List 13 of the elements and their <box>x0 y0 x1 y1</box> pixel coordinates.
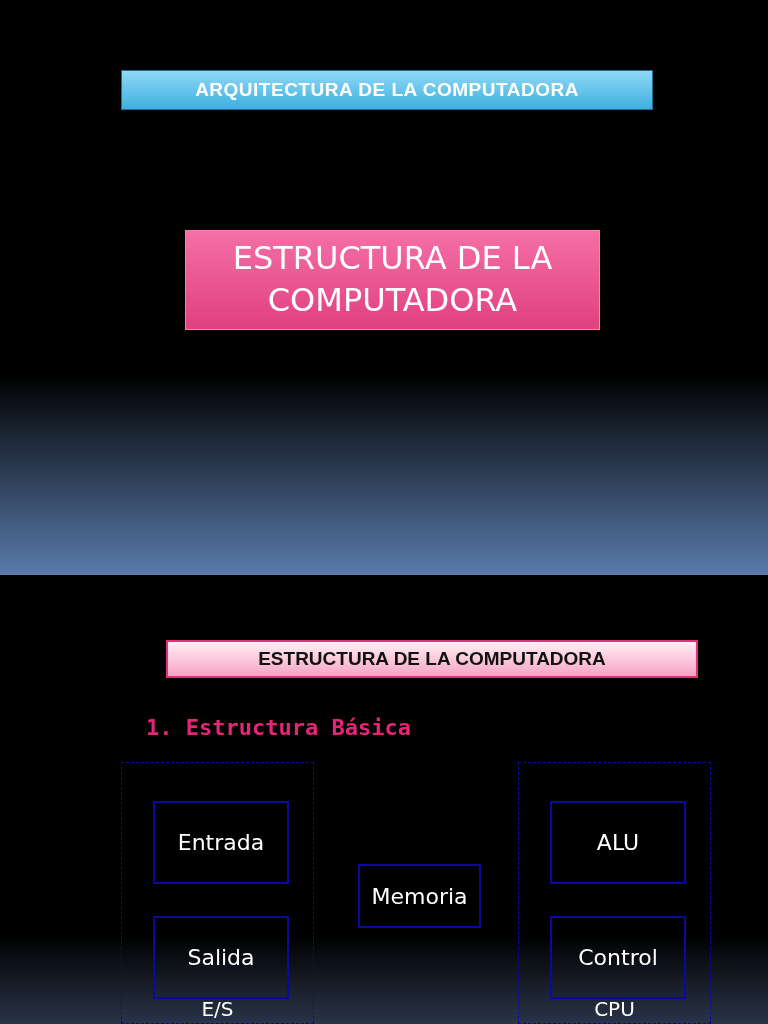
component-box: Control <box>550 916 686 999</box>
component-box: ALU <box>550 801 686 884</box>
title-box: ESTRUCTURA DE LA COMPUTADORA <box>185 230 600 330</box>
group-label: CPU <box>593 997 636 1021</box>
section-heading: 1. Estructura Básica <box>146 715 411 740</box>
dashed-group-frame <box>121 762 314 1024</box>
dashed-group-frame <box>518 762 711 1024</box>
group-label: E/S <box>200 997 235 1021</box>
component-box: Memoria <box>358 864 481 928</box>
title-banner: ARQUITECTURA DE LA COMPUTADORA <box>121 70 653 110</box>
heading-banner: ESTRUCTURA DE LA COMPUTADORA <box>166 640 698 678</box>
component-box: Entrada <box>153 801 289 884</box>
component-box: Salida <box>153 916 289 999</box>
